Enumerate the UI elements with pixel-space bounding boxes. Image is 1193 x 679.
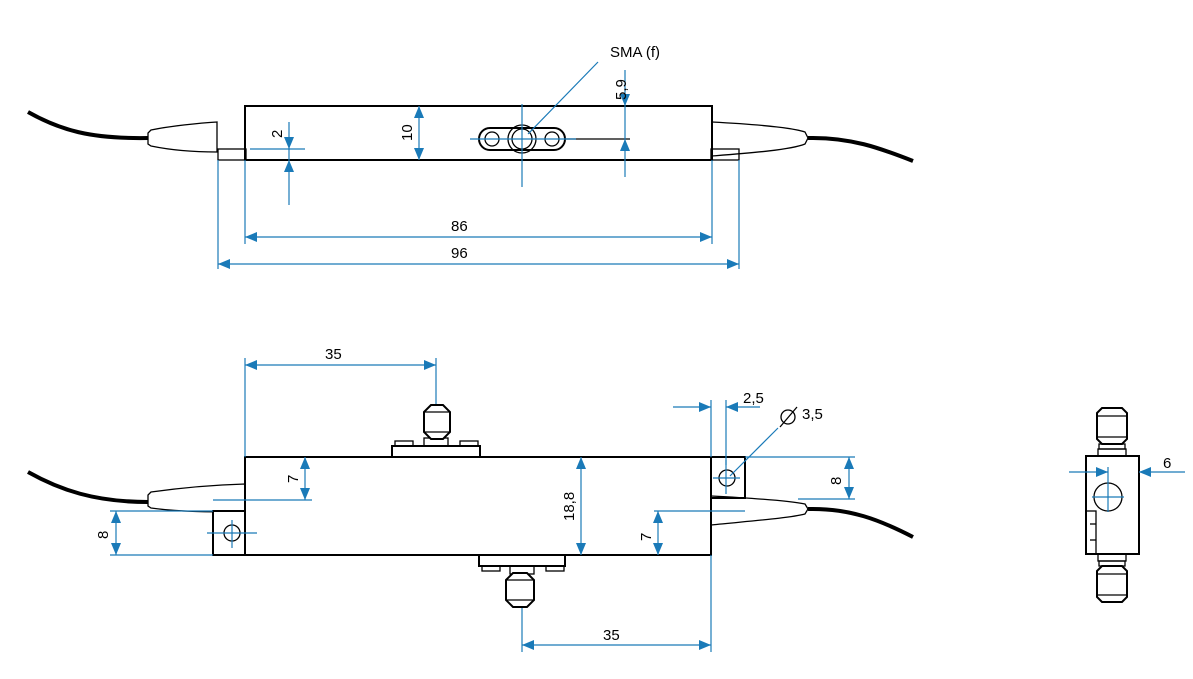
dim-arrow — [700, 232, 712, 242]
dim-diameter-label: 3,5 — [802, 406, 823, 423]
left-fiber-cable — [27, 470, 149, 504]
dim-arrow — [844, 487, 854, 499]
end-view: 6 — [1069, 407, 1185, 603]
dim-arrow — [284, 137, 294, 149]
top-view-body — [244, 105, 713, 161]
sma-leader-line — [527, 61, 599, 135]
top-connector-flange — [391, 445, 481, 458]
dim-arrow — [414, 106, 424, 118]
top-view: SMA (f) 5,9 10 2 86 96 — [27, 44, 914, 269]
dim-arrow — [653, 543, 663, 555]
dim-7-left-label: 7 — [285, 475, 302, 483]
dim-8-left-label: 8 — [95, 531, 112, 539]
end-view-body — [1085, 455, 1140, 555]
flange-nut — [459, 440, 479, 447]
dim-arrow — [699, 402, 711, 412]
dim-2-5-label: 2,5 — [743, 390, 764, 407]
dim-arrow — [699, 640, 711, 650]
right-fiber-cable — [807, 506, 914, 539]
side-view: 35 35 7 8 18,8 7 — [27, 346, 914, 652]
dim-arrow — [300, 457, 310, 469]
dim-arrow — [727, 259, 739, 269]
diameter-symbol-icon — [779, 406, 798, 428]
dim-35-top-label: 35 — [325, 346, 342, 363]
dim-7-right-label: 7 — [638, 533, 655, 541]
dim-arrow — [111, 511, 121, 523]
dim-arrow — [284, 160, 294, 172]
dim-10-label: 10 — [399, 124, 416, 141]
dim-86-label: 86 — [451, 218, 468, 235]
flange-nut — [481, 565, 501, 572]
connector-neck — [1097, 553, 1127, 562]
dim-35-bottom-label: 35 — [603, 627, 620, 644]
left-flange-tab — [217, 148, 247, 161]
dim-arrow — [218, 259, 230, 269]
connector-neck — [1097, 448, 1127, 457]
dim-arrow — [844, 457, 854, 469]
dim-arrow — [245, 360, 257, 370]
dim-arrow — [1139, 467, 1151, 477]
dim-arrow — [576, 543, 586, 555]
dim-5-9-label: 5,9 — [613, 79, 630, 100]
dim-arrow — [653, 511, 663, 523]
diameter-symbol-icon — [780, 409, 796, 425]
dim-arrow — [300, 488, 310, 500]
bottom-sma-connector — [505, 572, 535, 608]
flange-nut — [394, 440, 414, 447]
dim-18-8-label: 18,8 — [561, 492, 578, 521]
dim-arrow — [111, 543, 121, 555]
flange-nut — [545, 565, 565, 572]
dim-arrow — [522, 640, 534, 650]
left-fiber-cable — [27, 110, 149, 141]
dim-arrow — [576, 457, 586, 469]
end-top-connector — [1096, 407, 1128, 445]
left-fiber-boot — [147, 121, 218, 153]
bottom-connector-flange — [478, 554, 566, 567]
dim-96-label: 96 — [451, 245, 468, 262]
dim-arrow — [620, 94, 630, 106]
dim-arrow — [1096, 467, 1108, 477]
right-fiber-cable — [807, 135, 914, 163]
dim-8-right-label: 8 — [828, 477, 845, 485]
diameter-leader-line — [729, 427, 779, 477]
left-fiber-boot — [147, 483, 246, 513]
dim-arrow — [424, 360, 436, 370]
dim-arrow — [414, 148, 424, 160]
dim-6-label: 6 — [1163, 455, 1171, 472]
right-fiber-boot — [711, 121, 809, 157]
side-view-body — [244, 456, 712, 556]
dim-arrow — [726, 402, 738, 412]
dim-arrow — [245, 232, 257, 242]
right-flange-tab — [710, 148, 740, 161]
dim-2-label: 2 — [269, 130, 286, 138]
top-sma-connector — [423, 404, 451, 440]
end-fiber-tab — [1085, 510, 1097, 555]
sma-callout-label: SMA (f) — [610, 44, 660, 61]
dim-arrow — [620, 139, 630, 151]
end-bottom-connector — [1096, 565, 1128, 603]
